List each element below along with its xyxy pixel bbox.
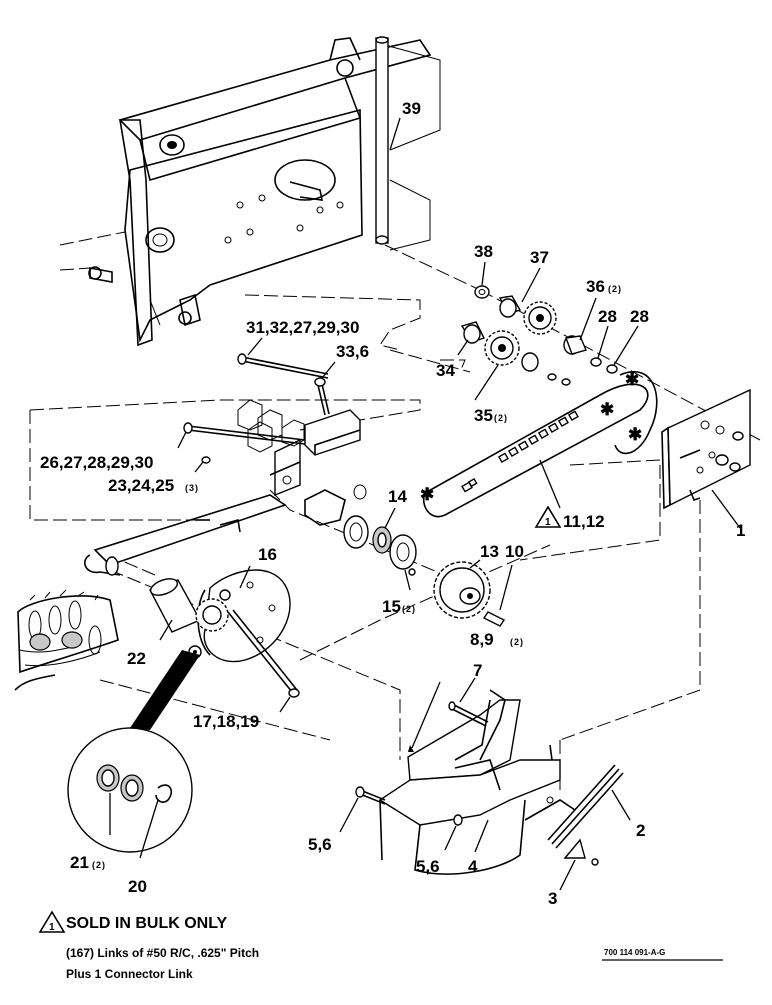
- roller-chain: ✱ ✱ ✱ ✱: [420, 370, 658, 518]
- callout-23-qty: (3): [185, 483, 199, 493]
- footnote-title: SOLD IN BULK ONLY: [66, 915, 228, 932]
- callout-35-qty: (2): [494, 413, 508, 423]
- footnote-line-2: Plus 1 Connector Link: [66, 967, 193, 981]
- callout-15: 15: [382, 597, 401, 616]
- footnote-triangle-icon: 1: [38, 910, 66, 933]
- callout-2: 2: [636, 821, 645, 840]
- callout-22: 22: [127, 649, 146, 668]
- svg-text:1: 1: [49, 922, 55, 933]
- callout-26-27-28-29-30: 26,27,28,29,30: [40, 453, 153, 472]
- callout-36-qty: (2): [608, 284, 622, 294]
- callout-36: 36: [586, 277, 605, 296]
- part-39-shaft: [375, 36, 401, 245]
- chain-break-star: ✱: [420, 485, 434, 504]
- chain-break-star: ✱: [600, 400, 614, 419]
- chain-break-star: ✱: [628, 425, 642, 444]
- callout-39: 39: [402, 99, 421, 118]
- part-1-mounting-plate: [661, 388, 751, 529]
- chain-break-star: ✱: [625, 370, 639, 389]
- part-13-sprocket: [433, 559, 513, 627]
- frame-assembly: [59, 37, 441, 347]
- callout-5-6-left: 5,6: [308, 835, 332, 854]
- callout-5-6-lower: 5,6: [416, 857, 440, 876]
- bottom-shield-assembly: [339, 677, 631, 891]
- part-number: 700 114 091-A-G: [604, 948, 666, 957]
- part-16-drive-disc: [188, 565, 291, 663]
- note-marker: 1: [545, 517, 551, 528]
- callout-33-6: 33,6: [336, 342, 369, 361]
- callout-8-9: 8,9: [470, 630, 494, 649]
- reel-tine-bar: [14, 589, 119, 691]
- upper-sprocket-stack: [457, 261, 639, 401]
- callout-23-24-25: 23,24,25: [108, 476, 174, 495]
- callout-14: 14: [388, 487, 407, 506]
- callout-11-12: 11,12: [563, 512, 605, 531]
- callout-16: 16: [258, 545, 277, 564]
- callout-7: 7: [473, 661, 482, 680]
- bearing-block-assembly: [177, 337, 367, 526]
- callout-8-qty: (2): [510, 637, 524, 647]
- callout-1: 1: [736, 521, 745, 540]
- callout-labels: 39 38 37 36 (2) 28 28 31,32,27,29,30 33,…: [40, 99, 745, 908]
- callout-3: 3: [548, 889, 557, 908]
- assembly-center-lines: [29, 244, 761, 790]
- note-triangle-11-12: 1: [534, 505, 562, 528]
- callout-34: 34: [436, 361, 455, 380]
- bolt-17-18-19: [227, 609, 300, 713]
- footnote-line-1: (167) Links of #50 R/C, .625" Pitch: [66, 946, 260, 960]
- bearing-flangettes: [343, 507, 417, 591]
- callout-37: 37: [530, 248, 549, 267]
- callout-4: 4: [468, 857, 478, 876]
- callout-17-18-19: 17,18,19: [193, 712, 259, 731]
- lower-shaft-assembly: [84, 494, 287, 641]
- callout-10: 10: [505, 542, 524, 561]
- callout-38: 38: [474, 242, 493, 261]
- callout-28-left: 28: [598, 307, 617, 326]
- callout-21-qty: (2): [92, 860, 106, 870]
- callout-15-qty: (2): [402, 604, 416, 614]
- detail-magnifier: [67, 650, 200, 859]
- callout-31-32-27-29-30: 31,32,27,29,30: [246, 318, 359, 337]
- callout-35: 35: [474, 406, 493, 425]
- callout-21: 21: [70, 853, 89, 872]
- callout-28-right: 28: [630, 307, 649, 326]
- callout-13: 13: [480, 542, 499, 561]
- callout-20: 20: [128, 877, 147, 896]
